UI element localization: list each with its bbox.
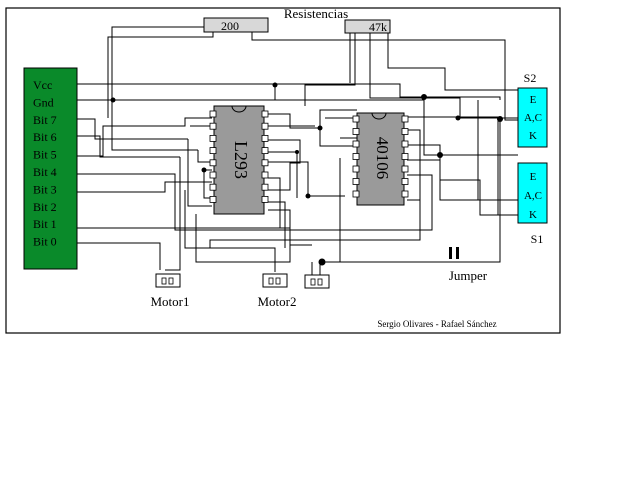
- cd40106-chip: 40106: [352, 112, 409, 206]
- sensor-s1: E A,C K S1: [517, 162, 548, 246]
- resistor-47k: [344, 19, 391, 34]
- credits-text: Sergio Olivares - Rafael Sánchez: [377, 319, 496, 329]
- sensor-s1-pin-k: K: [529, 209, 537, 221]
- chip-pin: [261, 171, 269, 179]
- jumper-label: Jumper: [449, 268, 488, 283]
- cd40106-pins-left: [352, 115, 360, 198]
- sensor-s2-body: [517, 87, 548, 148]
- cd40106-label: 40106: [373, 137, 392, 180]
- sensor-s2-pin-ac: A,C: [524, 112, 542, 124]
- chip-pin: [401, 128, 409, 135]
- sensor-s1-body: [517, 162, 548, 224]
- chip-pin: [352, 140, 360, 148]
- sensor-s2-label: S2: [524, 71, 537, 85]
- sensor-s2-pin-k: K: [529, 130, 537, 142]
- chip-pin: [261, 147, 269, 155]
- connector-pin-label: Bit 6: [33, 130, 57, 144]
- connector-pin-label: Bit 0: [33, 235, 57, 249]
- connector-pin-label: Bit 1: [33, 217, 57, 231]
- resistor-block: Resistencias 200 47k: [203, 6, 391, 34]
- connector-pin-label: Bit 7: [33, 113, 57, 127]
- chip-pin: [401, 165, 409, 173]
- resistor-47k-label: 47k: [369, 20, 387, 34]
- junction-dots: [110, 82, 503, 266]
- motor1-connector: Motor1: [151, 273, 190, 309]
- connector-body: [23, 67, 78, 270]
- resistor-200-label: 200: [221, 19, 239, 33]
- sensor-s1-pin-e: E: [530, 171, 537, 183]
- chip-pin: [261, 195, 269, 203]
- chip-pin: [261, 122, 269, 130]
- chip-pin: [352, 190, 360, 198]
- chip-pin: [261, 183, 269, 191]
- l293-pins-left: [209, 110, 217, 203]
- jumper: Jumper: [449, 247, 488, 283]
- chip-pin: [401, 153, 409, 160]
- chip-pin: [209, 171, 217, 179]
- chip-pin: [261, 159, 269, 167]
- l293-notch: [231, 105, 247, 113]
- motor2-connector: Motor2: [258, 273, 297, 309]
- sensor-s1-pin-ac: A,C: [524, 190, 542, 202]
- chip-pin: [352, 128, 360, 135]
- chip-pin: [352, 165, 360, 173]
- chip-pin: [352, 115, 360, 123]
- jumper-connector: [304, 274, 330, 289]
- connector-pin-label: Bit 4: [33, 165, 57, 179]
- chip-pin: [352, 178, 360, 185]
- chip-pin: [209, 122, 217, 130]
- connector-pin-label: Bit 3: [33, 182, 57, 196]
- chip-pin: [209, 159, 217, 167]
- chip-pin: [401, 190, 409, 198]
- diagram-frame: [5, 7, 561, 334]
- cd40106-body: [356, 112, 405, 206]
- chip-pin: [209, 134, 217, 142]
- l293-label: L293: [231, 141, 251, 179]
- sensor-s2: S2 E A,C K: [517, 71, 548, 148]
- l293-pins-right: [261, 110, 269, 203]
- cd40106-notch: [371, 112, 387, 120]
- motor1-label: Motor1: [151, 294, 190, 309]
- chip-pin: [401, 115, 409, 123]
- chip-pin: [209, 147, 217, 155]
- resistor-200: [203, 17, 269, 33]
- chip-pin: [261, 110, 269, 118]
- sensor-s1-label: S1: [531, 232, 544, 246]
- cd40106-pins-right: [401, 115, 409, 198]
- chip-pin: [209, 110, 217, 118]
- connector-pin-label: Bit 2: [33, 200, 57, 214]
- wires: [77, 26, 520, 275]
- chip-pin: [401, 140, 409, 148]
- chip-pin: [209, 183, 217, 191]
- connector-pin-label: Vcc: [33, 78, 52, 92]
- chip-pin: [261, 134, 269, 142]
- sensor-s2-pin-e: E: [530, 94, 537, 106]
- connector-pin-label: Bit 5: [33, 148, 57, 162]
- connector-pin-label: Gnd: [33, 95, 54, 109]
- chip-pin: [352, 153, 360, 160]
- chip-pin: [209, 195, 217, 203]
- resistors-title: Resistencias: [284, 6, 348, 21]
- motor2-label: Motor2: [258, 294, 297, 309]
- chip-pin: [401, 178, 409, 185]
- l293-chip: L293: [209, 105, 269, 215]
